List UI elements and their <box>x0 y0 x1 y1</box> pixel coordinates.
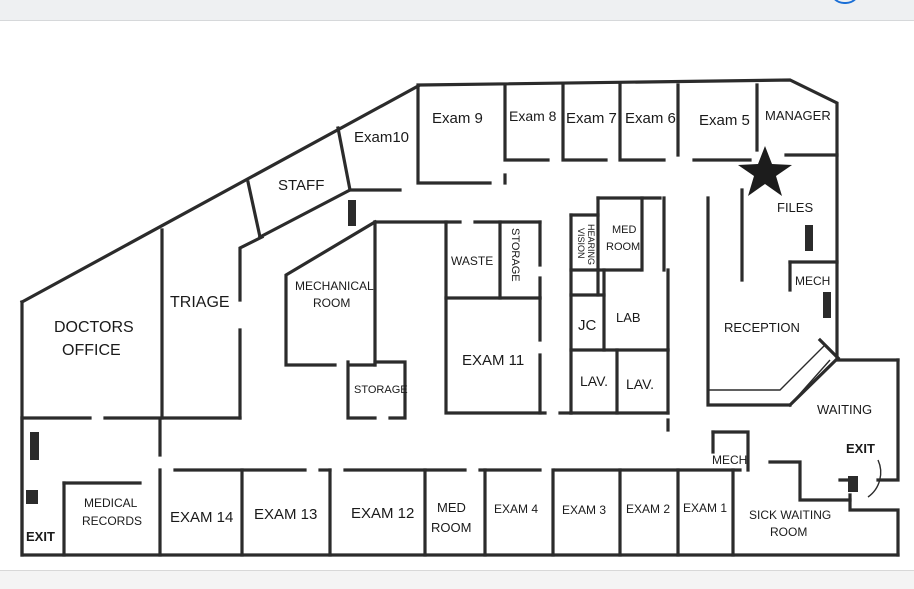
label-exam4: EXAM 4 <box>494 502 538 516</box>
window-bottom-bar <box>0 570 914 589</box>
label-storage-vertical: STORAGE <box>509 228 521 282</box>
label-exam1: EXAM 1 <box>683 501 727 515</box>
label-exam2: EXAM 2 <box>626 502 670 516</box>
label-exam7: Exam 7 <box>566 110 617 127</box>
reception-walls <box>706 188 841 408</box>
label-hearing-vision-2: VISION <box>576 228 586 259</box>
label-exam9: Exam 9 <box>432 110 483 127</box>
label-medical-records: MEDICAL <box>84 496 138 510</box>
label-manager: MANAGER <box>765 108 831 123</box>
label-doctors-office: DOCTORS <box>54 319 134 336</box>
window-top-bar <box>0 0 914 21</box>
label-mech-bottom: MECH <box>712 453 747 467</box>
label-exam12: EXAM 12 <box>351 505 414 522</box>
label-hearing-vision: HEARING <box>586 224 596 265</box>
label-waiting: WAITING <box>817 402 872 417</box>
star-icon[interactable] <box>738 146 792 196</box>
top-exam-walls <box>416 83 839 185</box>
label-mechanical-room-2: ROOM <box>313 296 350 310</box>
label-lab: LAB <box>616 310 641 325</box>
label-jc: JC <box>578 317 597 334</box>
label-med-room-top: MED <box>612 224 637 236</box>
label-reception: RECEPTION <box>724 320 800 335</box>
label-exam14: EXAM 14 <box>170 509 233 526</box>
bottom-walls <box>20 416 882 557</box>
label-lav-1: LAV. <box>580 373 608 389</box>
label-mechanical-room: MECHANICAL <box>295 279 374 293</box>
label-exam13: EXAM 13 <box>254 506 317 523</box>
label-med-room-bottom-2: ROOM <box>431 520 471 535</box>
label-exit-right: EXIT <box>846 441 875 456</box>
label-files: FILES <box>777 200 813 215</box>
central-walls <box>284 219 573 420</box>
label-med-room-top-2: ROOM <box>606 241 640 253</box>
label-exam3: EXAM 3 <box>562 503 606 517</box>
fire-extinguisher-icon <box>26 200 858 504</box>
label-waste: WASTE <box>451 254 493 268</box>
label-triage: TRIAGE <box>170 294 230 311</box>
label-lav-2: LAV. <box>626 376 654 392</box>
label-storage-small: STORAGE <box>354 384 408 396</box>
label-med-room-bottom: MED <box>437 500 466 515</box>
left-upper-walls <box>20 126 402 420</box>
label-exam11: EXAM 11 <box>462 352 524 369</box>
label-sick-waiting-room: SICK WAITING <box>749 508 831 522</box>
label-staff: STAFF <box>278 177 324 194</box>
label-exam10: Exam10 <box>354 129 409 146</box>
lab-walls <box>569 196 670 432</box>
label-sick-waiting-room-2: ROOM <box>770 525 807 539</box>
label-mech-right: MECH <box>795 274 830 288</box>
label-exam6: Exam 6 <box>625 110 676 127</box>
label-medical-records-2: RECORDS <box>82 514 142 528</box>
label-exam5: Exam 5 <box>699 112 750 129</box>
label-exit-left: EXIT <box>26 529 55 544</box>
label-doctors-office-2: OFFICE <box>62 342 121 359</box>
label-exam8: Exam 8 <box>509 108 557 124</box>
